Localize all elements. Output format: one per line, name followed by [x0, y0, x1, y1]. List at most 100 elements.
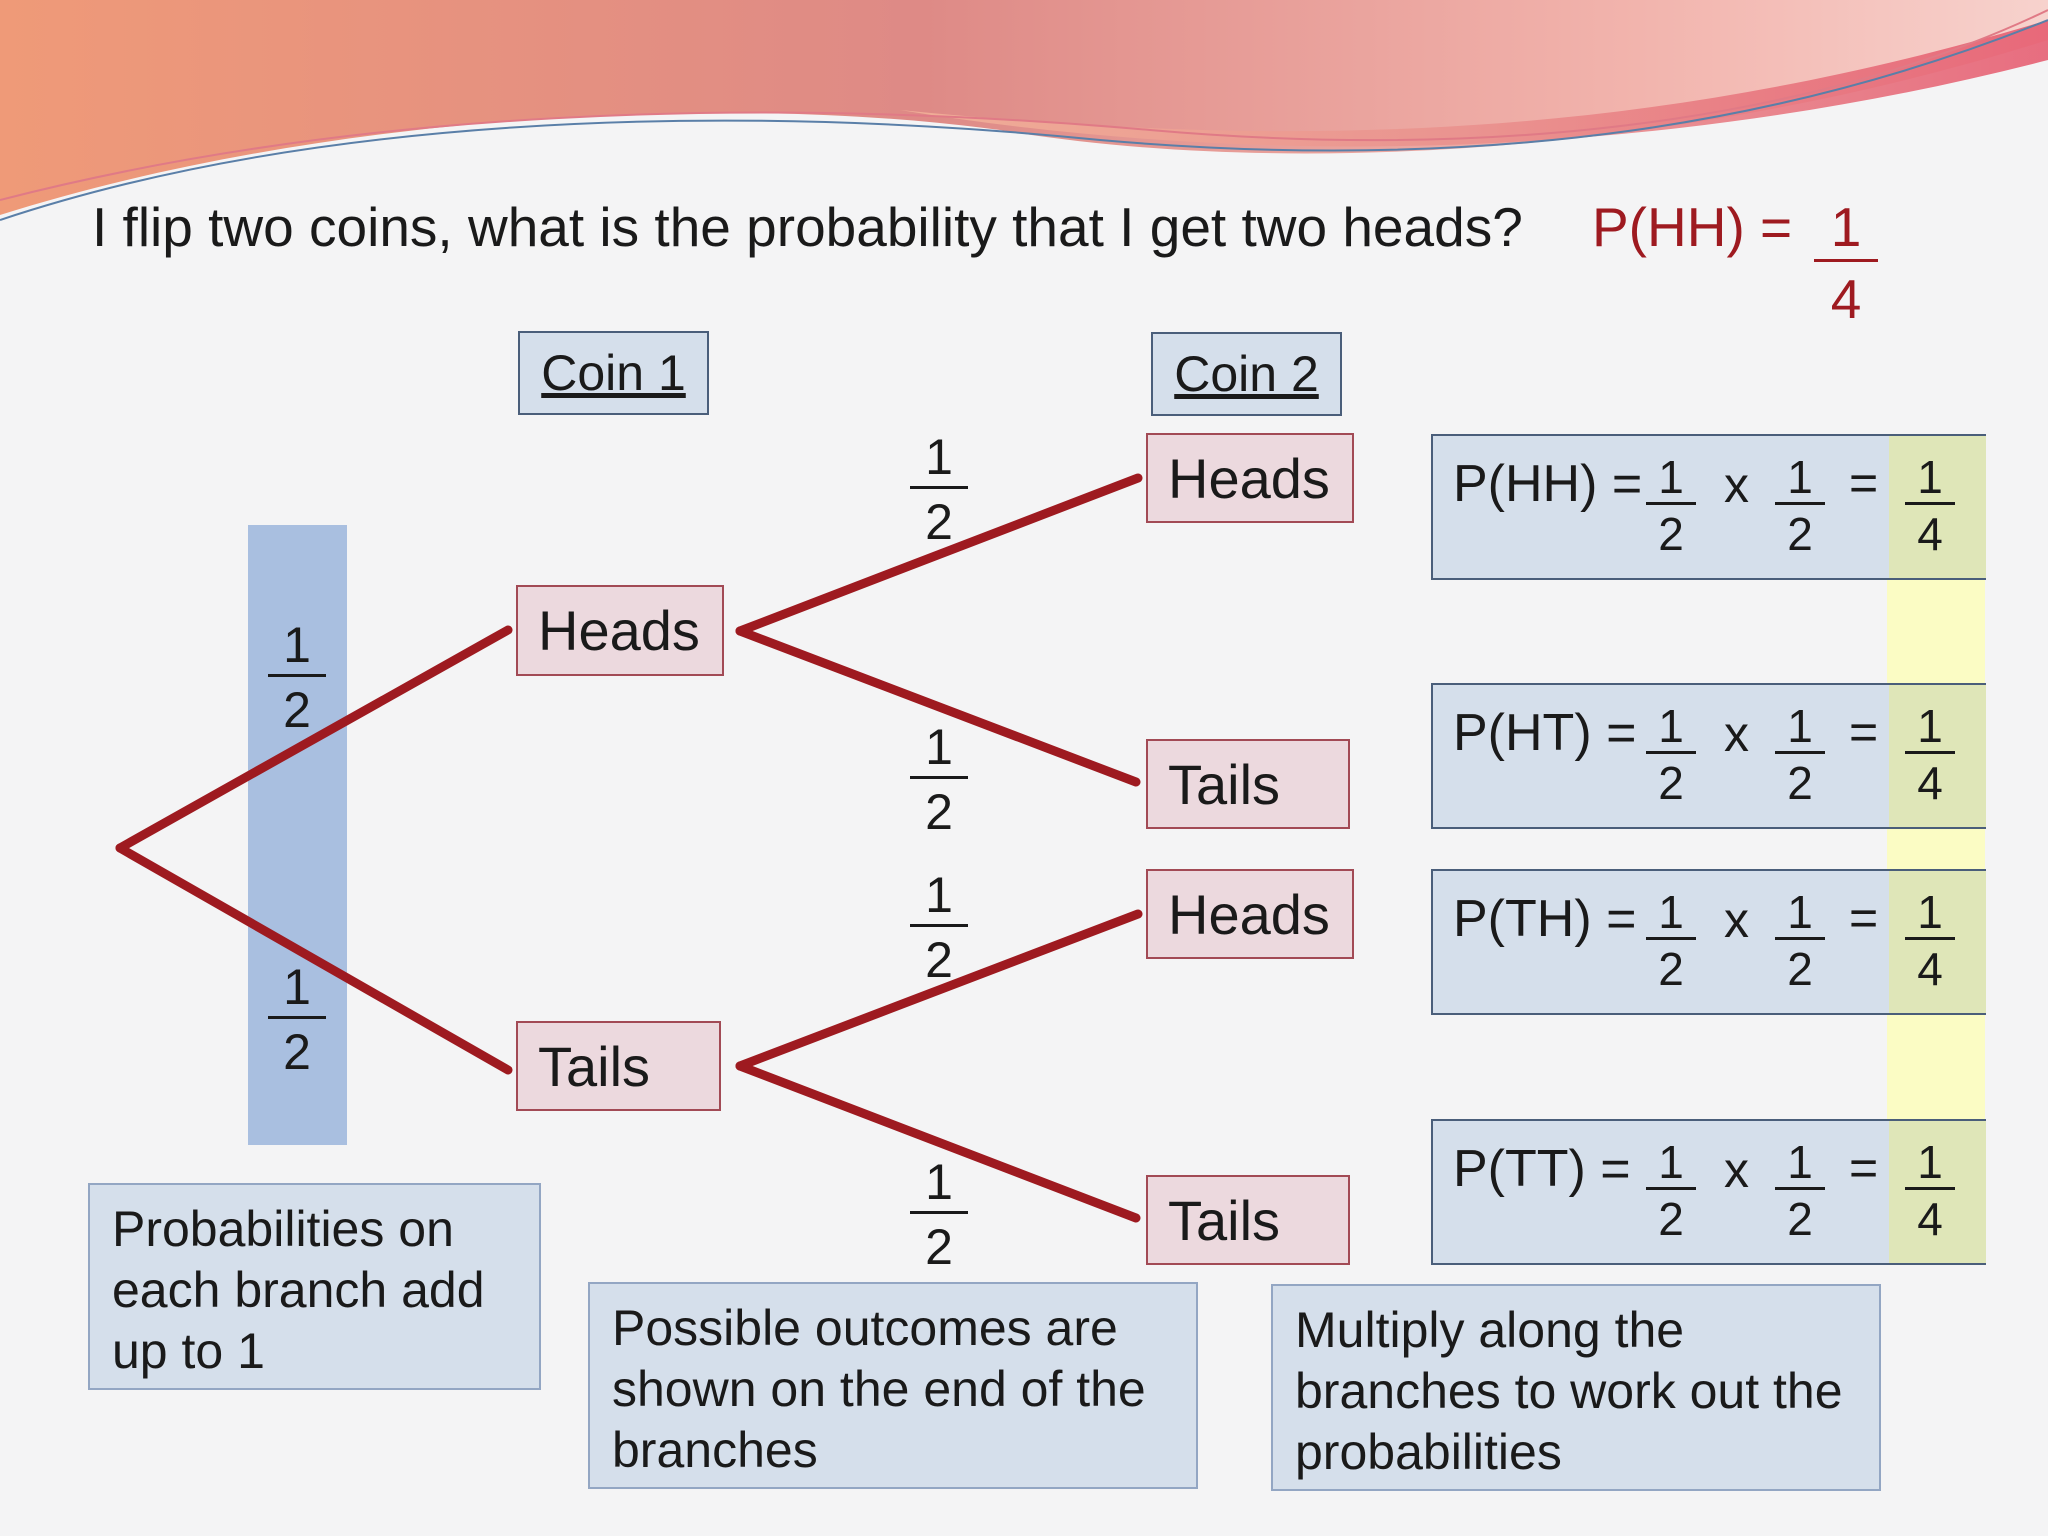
calc-result: 1 4: [1905, 454, 1955, 557]
branch-tails-tails: [735, 1061, 1141, 1223]
calc-factor-a: 1 2: [1646, 454, 1696, 557]
fraction-denominator: 2: [1658, 757, 1684, 809]
fraction-denominator: 4: [1917, 1193, 1943, 1245]
calc-result: 1 4: [1905, 1139, 1955, 1242]
fraction-bar: [910, 924, 968, 927]
times-sign: x: [1724, 706, 1749, 762]
calc-factor-a: 1 2: [1646, 889, 1696, 992]
fraction-numerator: 1: [1917, 700, 1943, 752]
fraction-bar: [1905, 502, 1955, 505]
fraction-numerator: 1: [1658, 1136, 1684, 1188]
fraction-bar: [1775, 1187, 1825, 1190]
fraction-denominator: 4: [1917, 943, 1943, 995]
times-sign: x: [1724, 892, 1749, 948]
equals-sign: =: [1849, 1140, 1879, 1196]
branch-heads-heads: [735, 473, 1143, 636]
fraction-numerator: 1: [283, 959, 311, 1015]
fraction-denominator: 2: [925, 1219, 953, 1275]
equals-sign: =: [1849, 890, 1879, 946]
fraction-denominator: 2: [1787, 943, 1813, 995]
fraction-denominator: 2: [1658, 943, 1684, 995]
prob-root-tails: 1 2: [268, 962, 326, 1077]
node-coin1-tails: Tails: [516, 1021, 721, 1111]
fraction-denominator: 4: [1917, 757, 1943, 809]
fraction-bar: [1775, 502, 1825, 505]
result-cell: [1889, 685, 1986, 827]
fraction-numerator: 1: [1830, 196, 1862, 258]
fraction-numerator: 1: [925, 429, 953, 485]
calc-label: P(TH) =: [1453, 890, 1637, 948]
node-outcome-th: Heads: [1146, 869, 1354, 959]
first-level-probability-bar: [248, 525, 347, 1145]
prob-root-heads: 1 2: [268, 620, 326, 735]
calc-factor-b: 1 2: [1775, 1139, 1825, 1242]
fraction-bar: [1646, 1187, 1696, 1190]
fraction-denominator: 4: [1830, 268, 1862, 330]
fraction-denominator: 2: [283, 682, 311, 738]
fraction-denominator: 2: [1787, 757, 1813, 809]
fraction-denominator: 2: [925, 784, 953, 840]
node-outcome-tt: Tails: [1146, 1175, 1350, 1265]
fraction-bar: [1646, 751, 1696, 754]
equals-sign: =: [1849, 704, 1879, 760]
calc-result: 1 4: [1905, 703, 1955, 806]
calc-factor-a: 1 2: [1646, 703, 1696, 806]
fraction-bar: [1646, 937, 1696, 940]
calc-factor-b: 1 2: [1775, 889, 1825, 992]
calc-box-hh: P(HH) = 1 2 x 1 2 = 1 4: [1431, 434, 1986, 580]
fraction-numerator: 1: [925, 867, 953, 923]
fraction-denominator: 4: [1917, 508, 1943, 560]
calc-box-ht: P(HT) = 1 2 x 1 2 = 1 4: [1431, 683, 1986, 829]
fraction-numerator: 1: [1787, 886, 1813, 938]
fraction-denominator: 2: [1658, 508, 1684, 560]
fraction-numerator: 1: [1787, 1136, 1813, 1188]
branch-tails-heads: [735, 909, 1143, 1071]
calc-label: P(HT) =: [1453, 704, 1637, 762]
fraction-numerator: 1: [1917, 886, 1943, 938]
times-sign: x: [1724, 457, 1749, 513]
fraction-bar: [1905, 937, 1955, 940]
answer-fraction: 1 4: [1814, 200, 1878, 327]
fraction-bar: [1775, 937, 1825, 940]
fraction-denominator: 2: [925, 932, 953, 988]
calc-box-tt: P(TT) = 1 2 x 1 2 = 1 4: [1431, 1119, 1986, 1265]
fraction-denominator: 2: [925, 494, 953, 550]
result-cell: [1889, 871, 1986, 1013]
coin-1-label: Coin 1: [518, 331, 709, 415]
fraction-numerator: 1: [1917, 1136, 1943, 1188]
note-outcomes: Possible outcomes are shown on the end o…: [588, 1282, 1198, 1489]
node-coin1-heads: Heads: [516, 585, 724, 676]
calc-box-th: P(TH) = 1 2 x 1 2 = 1 4: [1431, 869, 1986, 1015]
fraction-bar: [268, 1016, 326, 1019]
fraction-denominator: 2: [1787, 1193, 1813, 1245]
fraction-numerator: 1: [925, 1154, 953, 1210]
fraction-numerator: 1: [1787, 451, 1813, 503]
calc-factor-b: 1 2: [1775, 703, 1825, 806]
result-cell: [1889, 1121, 1986, 1263]
branch-heads-tails: [735, 626, 1141, 787]
branch-root-heads: [115, 625, 513, 853]
prob-heads-tails: 1 2: [910, 722, 968, 837]
calc-label: P(TT) =: [1453, 1140, 1631, 1198]
fraction-numerator: 1: [1917, 451, 1943, 503]
answer-prefix: P(HH) =: [1592, 196, 1793, 258]
fraction-denominator: 2: [1787, 508, 1813, 560]
fraction-bar: [1905, 1187, 1955, 1190]
fraction-numerator: 1: [925, 719, 953, 775]
calc-result: 1 4: [1905, 889, 1955, 992]
fraction-numerator: 1: [1658, 451, 1684, 503]
fraction-numerator: 1: [283, 617, 311, 673]
fraction-bar: [1905, 751, 1955, 754]
fraction-denominator: 2: [283, 1024, 311, 1080]
equals-sign: =: [1849, 455, 1879, 511]
fraction-bar: [910, 486, 968, 489]
prob-tails-heads: 1 2: [910, 870, 968, 985]
fraction-numerator: 1: [1658, 886, 1684, 938]
calc-factor-a: 1 2: [1646, 1139, 1696, 1242]
result-cell: [1889, 436, 1986, 578]
fraction-numerator: 1: [1787, 700, 1813, 752]
fraction-bar: [1775, 751, 1825, 754]
times-sign: x: [1724, 1142, 1749, 1198]
header-swoosh-decoration: [0, 0, 2048, 221]
